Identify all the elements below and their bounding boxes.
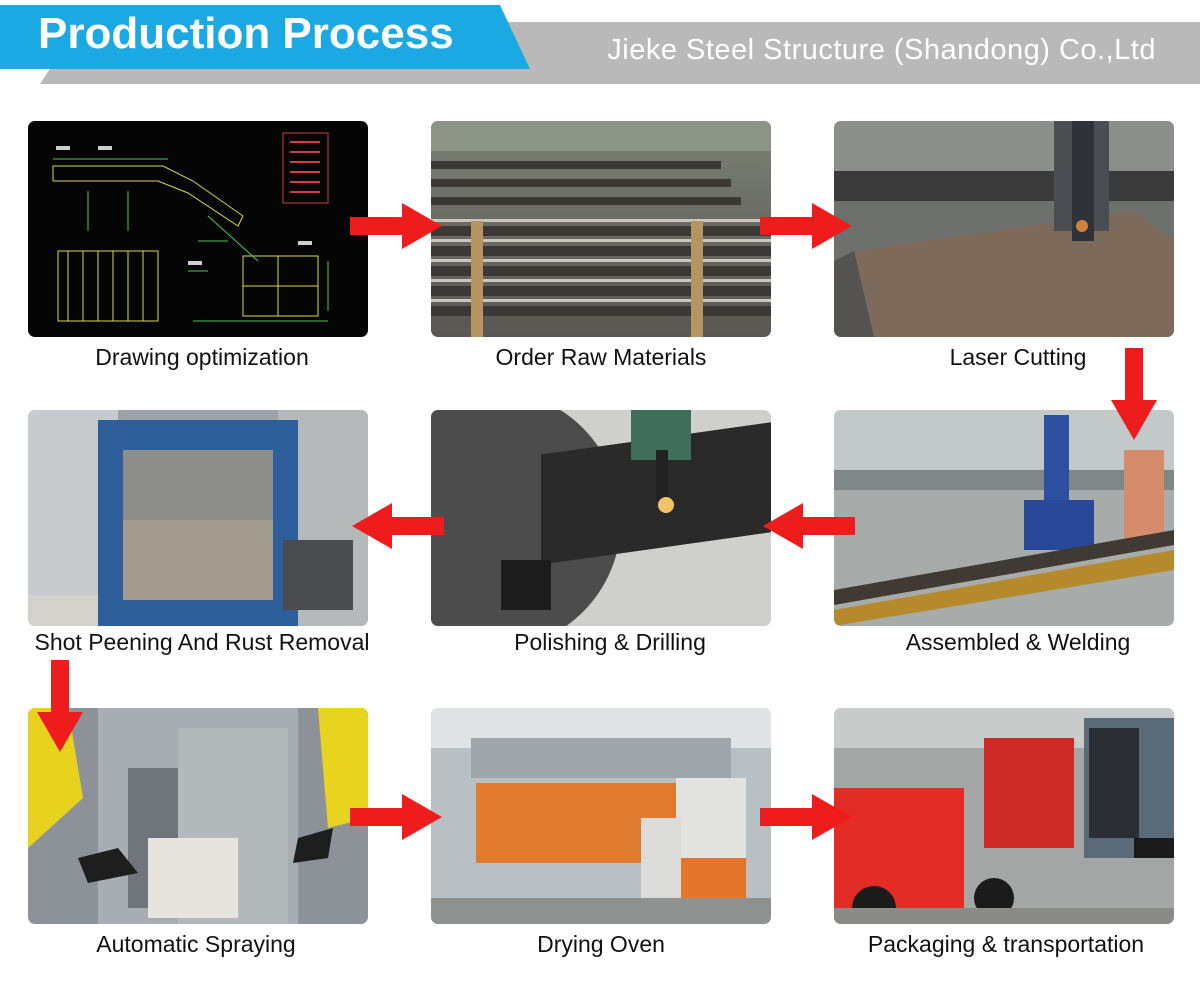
step-label: Polishing & Drilling bbox=[514, 629, 706, 655]
arrow-left-icon bbox=[352, 503, 444, 549]
step-image-drawing-optimization bbox=[28, 121, 368, 337]
arrow-down-icon bbox=[1111, 348, 1157, 440]
step-image-polishing-drilling bbox=[431, 410, 771, 626]
step-image-laser-cutting bbox=[834, 121, 1174, 337]
arrow-down-icon bbox=[37, 660, 83, 752]
step-image-drying-oven bbox=[431, 708, 771, 924]
arrow-right-icon bbox=[760, 203, 852, 249]
page-title: Production Process bbox=[38, 9, 454, 58]
step-label: Packaging & transportation bbox=[867, 931, 1145, 957]
arrow-right-icon bbox=[350, 203, 442, 249]
step-label: Order Raw Materials bbox=[495, 344, 707, 370]
title-banner: Production Process bbox=[0, 5, 530, 69]
arrow-right-icon bbox=[350, 794, 442, 840]
step-image-order-raw-materials bbox=[431, 121, 771, 337]
step-label: Automatic Spraying bbox=[96, 931, 296, 957]
step-image-automatic-spraying bbox=[28, 708, 368, 924]
step-image-packaging-transportation bbox=[834, 708, 1174, 924]
arrow-right-icon bbox=[760, 794, 852, 840]
step-image-shot-peening bbox=[28, 410, 368, 626]
arrow-left-icon bbox=[763, 503, 855, 549]
step-label: Laser Cutting bbox=[949, 344, 1087, 370]
step-label: Drawing optimization bbox=[95, 344, 309, 370]
step-label: Shot Peening And Rust Removal bbox=[34, 629, 370, 655]
step-label: Drying Oven bbox=[537, 931, 665, 957]
company-name: Jieke Steel Structure (Shandong) Co.,Ltd bbox=[607, 34, 1156, 66]
step-image-assembled-welding bbox=[834, 410, 1174, 626]
step-label: Assembled & Welding bbox=[905, 629, 1131, 655]
